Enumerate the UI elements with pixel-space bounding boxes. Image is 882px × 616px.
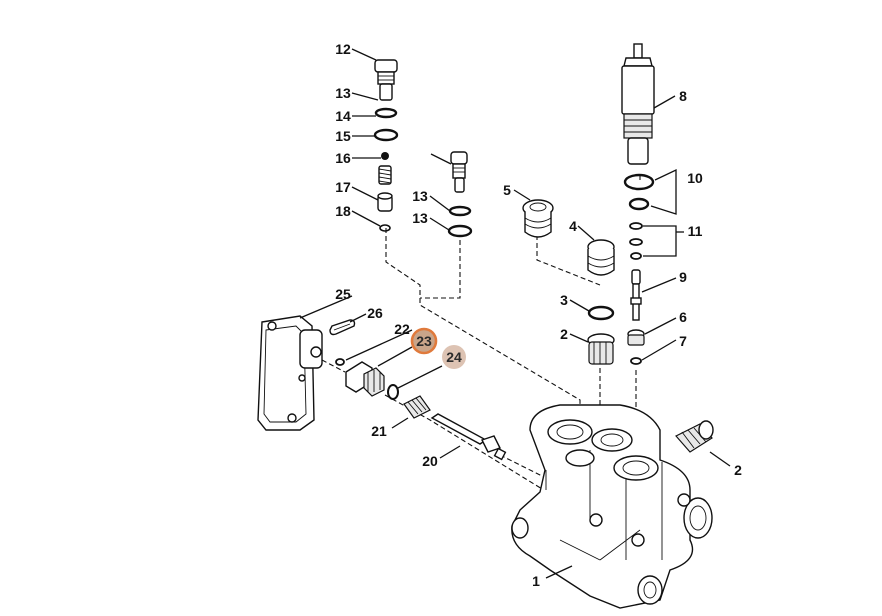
callout-21: 21: [371, 423, 387, 439]
callout-10: 10: [687, 170, 703, 186]
part-17-valve-seat: [377, 192, 393, 212]
callout-14: 14: [335, 108, 351, 124]
callout-17: 17: [335, 179, 351, 195]
callout-4: 4: [569, 218, 577, 234]
callout-6: 6: [679, 309, 687, 325]
plug-group: [522, 199, 615, 365]
part-2-check-valve-side: [675, 420, 714, 453]
callout-9: 9: [679, 269, 687, 285]
part-5-plug: [522, 199, 554, 238]
part-13-o-ring-c: [447, 224, 473, 238]
part-18-o-ring: [379, 224, 391, 232]
callout-20: 20: [422, 453, 438, 469]
part-10-o-ring-small: [628, 197, 650, 211]
inlet-group: [335, 358, 507, 461]
part-21-spring: [403, 395, 431, 419]
callout-24: 24: [446, 349, 462, 365]
callout-16: 16: [335, 150, 351, 166]
callout-11: 11: [688, 223, 703, 239]
callout-25: 25: [335, 286, 351, 302]
callout-5: 5: [503, 182, 511, 198]
part-10-o-ring-large: [623, 173, 655, 191]
part-11-ring-a: [629, 222, 643, 230]
unloader-group: [621, 43, 655, 365]
part-24-o-ring: [387, 384, 399, 400]
part-16-spring: [378, 165, 392, 185]
callout-12: 12: [335, 41, 351, 57]
part-13-o-ring-b: [448, 205, 472, 217]
part-1-manifold: [511, 404, 713, 609]
part-6-seat: [627, 329, 645, 346]
cover-group: [257, 315, 356, 431]
callout-22: 22: [394, 321, 410, 337]
callout-3: 3: [560, 292, 568, 308]
callout-13: 13: [335, 85, 351, 101]
valve-stack-left: [373, 59, 399, 232]
part-12-valve-cartridge: [374, 59, 398, 101]
callout-15: 15: [335, 128, 351, 144]
part-4-plug: [587, 239, 615, 276]
part-23-nipple: [345, 361, 385, 397]
part-8-unloader-valve: [621, 43, 655, 165]
part-20-piston: [430, 413, 507, 461]
part-15-ball: [381, 152, 389, 160]
part-22-o-ring: [335, 358, 345, 366]
callout-7: 7: [679, 333, 687, 349]
callout-1: 1: [532, 573, 540, 589]
part-11-ring-b: [629, 238, 643, 246]
callout-8: 8: [679, 88, 687, 104]
callout-labels: 12 13 14 15 16 17 18 13 13 5 4 3 2 8 10 …: [335, 41, 742, 589]
part-3-o-ring: [587, 305, 615, 321]
highlight-23[interactable]: 23: [410, 327, 438, 355]
valve-stack-middle: [430, 151, 473, 238]
callout-2: 2: [560, 326, 568, 342]
part-11-ring-c: [630, 252, 642, 260]
highlight-24[interactable]: 24: [442, 345, 466, 369]
part-7-ring: [630, 357, 642, 365]
part-13-o-ring: [374, 107, 398, 119]
callout-26: 26: [367, 305, 383, 321]
callout-13-b: 13: [412, 188, 428, 204]
callout-13-c: 13: [412, 210, 428, 226]
leader-lines: [299, 48, 731, 579]
callout-18: 18: [335, 203, 351, 219]
part-25-cover: [257, 315, 323, 431]
part-9-piston: [630, 269, 642, 321]
part-14-o-ring: [373, 128, 399, 142]
part-2-check-valve: [587, 333, 615, 365]
callout-23: 23: [416, 333, 432, 349]
callout-2-b: 2: [734, 462, 742, 478]
